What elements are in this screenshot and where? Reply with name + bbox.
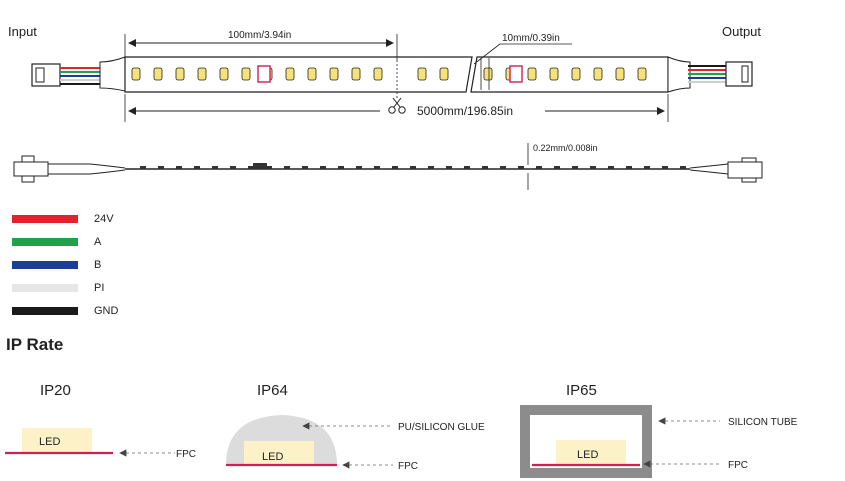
ip64-led-label: LED	[262, 451, 283, 463]
output-label: Output	[722, 24, 761, 39]
side-led-chip	[338, 166, 344, 169]
legend-swatch	[12, 261, 78, 269]
ip20-diagram	[5, 428, 175, 457]
side-led-chip	[284, 166, 290, 169]
side-led-chip	[626, 166, 632, 169]
side-led-chip	[518, 166, 524, 169]
led-strip	[124, 56, 669, 93]
ip20-fpc-label: FPC	[176, 449, 196, 460]
side-led-chip	[536, 166, 542, 169]
side-led-chip	[176, 166, 182, 169]
side-led-chip	[590, 166, 596, 169]
strip-side-view	[13, 143, 763, 190]
input-connector	[31, 56, 126, 92]
led-chip	[351, 67, 361, 81]
side-led-chip	[230, 166, 236, 169]
side-led-chip	[446, 166, 452, 169]
legend-swatch	[12, 238, 78, 246]
side-led-chip	[428, 166, 434, 169]
led-chip	[483, 67, 493, 81]
ip65-tube-label: SILICON TUBE	[728, 417, 798, 428]
side-led-chip	[572, 166, 578, 169]
led-chip	[593, 67, 603, 81]
side-led-chip	[410, 166, 416, 169]
led-chip	[439, 67, 449, 81]
side-led-chip	[320, 166, 326, 169]
led-chip	[571, 67, 581, 81]
led-chip	[241, 67, 251, 81]
legend-swatch	[12, 215, 78, 223]
ip65-led-label: LED	[577, 449, 598, 461]
side-led-chip	[680, 166, 686, 169]
side-led-chip	[266, 166, 272, 169]
side-led-chip	[644, 166, 650, 169]
ip20-led-label: LED	[39, 436, 60, 448]
pitch-label: 10mm/0.39in	[502, 33, 560, 44]
driver-ic	[257, 65, 271, 83]
side-led-chip	[212, 166, 218, 169]
led-chip	[615, 67, 625, 81]
side-led-chip	[356, 166, 362, 169]
ip65-diagram	[520, 405, 720, 478]
side-led-chip	[248, 166, 254, 169]
led-chip	[219, 67, 229, 81]
legend-label: A	[94, 236, 102, 248]
led-chip	[285, 67, 295, 81]
ip64-diagram	[226, 415, 393, 469]
legend-label: PI	[94, 282, 105, 294]
led-chip	[417, 67, 427, 81]
led-chip	[549, 67, 559, 81]
side-led-chip	[374, 166, 380, 169]
side-led-chip	[302, 166, 308, 169]
led-chip	[527, 67, 537, 81]
side-led-chip	[554, 166, 560, 169]
led-chip	[329, 67, 339, 81]
side-led-chip	[158, 166, 164, 169]
ip65-title: IP65	[566, 382, 597, 399]
led-chip	[637, 67, 647, 81]
thickness-label: 0.22mm/0.008in	[533, 143, 598, 153]
ip-rate-title: IP Rate	[6, 335, 64, 354]
side-led-chip	[662, 166, 668, 169]
driver-ic	[509, 65, 523, 83]
led-chip	[373, 67, 383, 81]
ip65-fpc-label: FPC	[728, 460, 748, 471]
led-chip	[131, 67, 141, 81]
scissors-icon	[388, 97, 406, 114]
side-led-chip	[500, 166, 506, 169]
led-chip	[175, 67, 185, 81]
legend-swatch	[12, 284, 78, 292]
legend-label: GND	[94, 305, 119, 317]
side-led-chip	[194, 166, 200, 169]
legend-label: B	[94, 259, 102, 271]
ip64-glue-label: PU/SILICON GLUE	[398, 422, 485, 433]
side-led-chip	[482, 166, 488, 169]
ip20-title: IP20	[40, 382, 71, 399]
segment-length-label: 100mm/3.94in	[228, 30, 291, 41]
led-chip	[307, 67, 317, 81]
side-led-chip	[140, 166, 146, 169]
ip64-title: IP64	[257, 382, 288, 399]
output-connector	[667, 56, 753, 93]
led-chip	[197, 67, 207, 81]
side-led-chip	[464, 166, 470, 169]
legend-swatch	[12, 307, 78, 315]
ip64-fpc-label: FPC	[398, 461, 418, 472]
legend-label: 24V	[94, 213, 114, 225]
side-led-chip	[608, 166, 614, 169]
side-led-chip	[392, 166, 398, 169]
input-label: Input	[8, 24, 37, 39]
total-length-label: 5000mm/196.85in	[417, 104, 513, 118]
led-chip	[153, 67, 163, 81]
